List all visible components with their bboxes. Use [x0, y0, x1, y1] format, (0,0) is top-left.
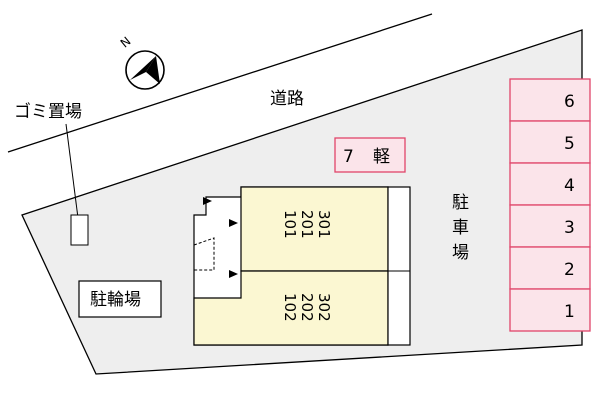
building-balcony-strip	[387, 186, 411, 346]
unit-302-label: 302	[315, 293, 333, 322]
entrance-arrow-icon	[229, 270, 238, 278]
entrance-arrow-icon	[229, 219, 238, 227]
parking-space-6-number: 6	[564, 92, 575, 112]
parking-space-4-number: 4	[564, 176, 575, 196]
parking-space-2-number: 2	[564, 260, 575, 280]
unit-labels-lower: 302 202 102	[281, 293, 333, 322]
parking-space-5-number: 5	[564, 134, 575, 154]
garbage-area	[70, 214, 89, 246]
unit-labels-upper: 301 201 101	[281, 210, 333, 239]
parking-space-3	[509, 204, 591, 248]
bicycle-parking-box	[78, 280, 162, 318]
parking-space-3-number: 3	[564, 218, 575, 238]
unit-201-label: 201	[298, 210, 316, 239]
parking-space-5	[509, 120, 591, 164]
unit-202-label: 202	[298, 293, 316, 322]
parking-space-4	[509, 162, 591, 206]
garbage-area-label: ゴミ置場	[14, 101, 82, 122]
parking-space-7-number: 7	[343, 147, 354, 167]
compass-arrow-icon	[130, 56, 156, 80]
parking-spaces-column: 6 5 4 3 2 1	[509, 78, 591, 332]
unit-101-label: 101	[281, 210, 299, 239]
garbage-leader-line	[65, 123, 79, 219]
compass-n-label: N	[118, 34, 134, 50]
parking-label-char-2: 車	[452, 218, 469, 238]
compass-arrow-tail-icon	[146, 56, 160, 84]
building-upper-units	[240, 186, 389, 272]
parking-space-2	[509, 246, 591, 290]
parking-space-7	[334, 137, 406, 173]
building	[193, 186, 411, 346]
unit-102-label: 102	[281, 293, 299, 322]
bicycle-parking-label: 駐輪場	[90, 290, 141, 310]
stair-outline	[193, 237, 215, 271]
road-boundary-line	[7, 13, 433, 153]
parking-space-1-number: 1	[564, 302, 575, 322]
road-label: 道路	[270, 89, 304, 109]
parking-label-char-3: 場	[452, 243, 469, 263]
north-compass: N	[118, 34, 165, 90]
parking-space-7-type: 軽	[373, 147, 390, 167]
parking-space-6	[509, 78, 591, 122]
parking-space-1	[509, 288, 591, 332]
entrance-arrow-icon	[203, 197, 212, 205]
unit-301-label: 301	[315, 210, 333, 239]
parking-label-char-1: 駐	[452, 193, 469, 213]
